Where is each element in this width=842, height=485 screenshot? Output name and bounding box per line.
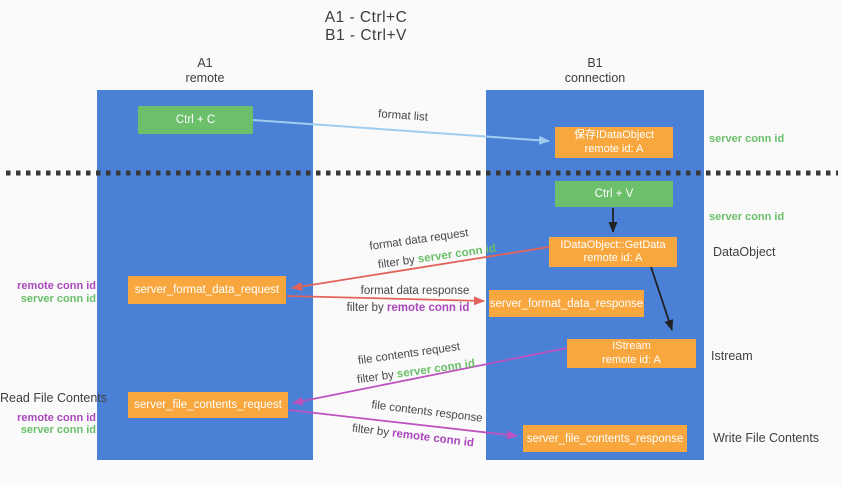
left-server-conn-id-1: server conn id [20, 293, 96, 305]
file-contents-response-arrow [288, 409, 518, 440]
a1-name: A1 [197, 56, 213, 70]
b1-column-header: B1 connection [486, 56, 704, 86]
server-file-contents-request-label: server_file_contents_request [134, 399, 282, 411]
server-format-data-request-node: server_format_data_request [128, 276, 286, 304]
ctrl-v-node: Ctrl + V [555, 181, 673, 207]
left-server-conn-id-2: server conn id [20, 424, 96, 436]
title-line-1: A1 - Ctrl+C [324, 9, 408, 26]
a1-role: remote [185, 71, 225, 85]
server-file-contents-response-label: server_file_contents_response [526, 432, 684, 445]
ctrl-v-label: Ctrl + V [594, 188, 634, 200]
title-line-2: B1 - Ctrl+V [325, 27, 407, 44]
format-response-filter-caption: filter by remote conn id [347, 302, 470, 314]
diagram-title: A1 - Ctrl+C B1 - Ctrl+V [268, 9, 464, 45]
b1-role: connection [564, 71, 626, 85]
ctrl-c-label: Ctrl + C [175, 114, 216, 126]
a1-column-header: A1 remote [97, 56, 313, 86]
getdata-line2: remote id: A [583, 252, 643, 264]
istream-node: IStream remote id: A [567, 339, 696, 368]
server-file-contents-response-node: server_file_contents_response [523, 425, 687, 452]
right-server-conn-id-2: server conn id [709, 211, 785, 223]
file-contents-request-arrow [292, 347, 568, 406]
getdata-to-istream-arrow [650, 266, 674, 331]
format-data-response-caption: format data response [360, 285, 470, 297]
right-server-conn-id-1: server conn id [709, 133, 785, 145]
remote-conn-id-text: remote conn id [386, 302, 470, 314]
right-dataobject-label: DataObject [713, 245, 776, 259]
getdata-line1: IDataObject::GetData [560, 238, 666, 251]
istream-line1: IStream [612, 340, 651, 352]
save-idataobject-node: 保存IDataObject remote id: A [555, 127, 673, 158]
format-data-request-arrow [291, 246, 550, 291]
save-idataobject-line1: 保存IDataObject [573, 129, 655, 141]
format-list-arrow [252, 119, 550, 145]
left-remote-conn-id-2: remote conn id [17, 412, 96, 424]
idataobject-getdata-node: IDataObject::GetData remote id: A [549, 237, 677, 267]
filter-by-text: filter by [346, 302, 384, 314]
server-format-data-response-node: server_format_data_response [489, 290, 644, 317]
format-data-response-arrow [286, 295, 485, 306]
left-read-file-contents-label: Read File Contents [0, 391, 108, 405]
server-file-contents-request-node: server_file_contents_request [128, 392, 288, 418]
save-idataobject-line2: remote id: A [584, 142, 644, 155]
b1-name: B1 [587, 56, 603, 70]
right-istream-label: Istream [711, 349, 753, 363]
server-format-data-request-label: server_format_data_request [134, 284, 280, 296]
left-remote-conn-id-1: remote conn id [17, 280, 96, 292]
server-format-data-response-label: server_format_data_response [489, 297, 644, 310]
right-write-file-contents-label: Write File Contents [713, 431, 820, 445]
istream-line2: remote id: A [602, 353, 661, 366]
ctrl-c-node: Ctrl + C [138, 106, 253, 134]
